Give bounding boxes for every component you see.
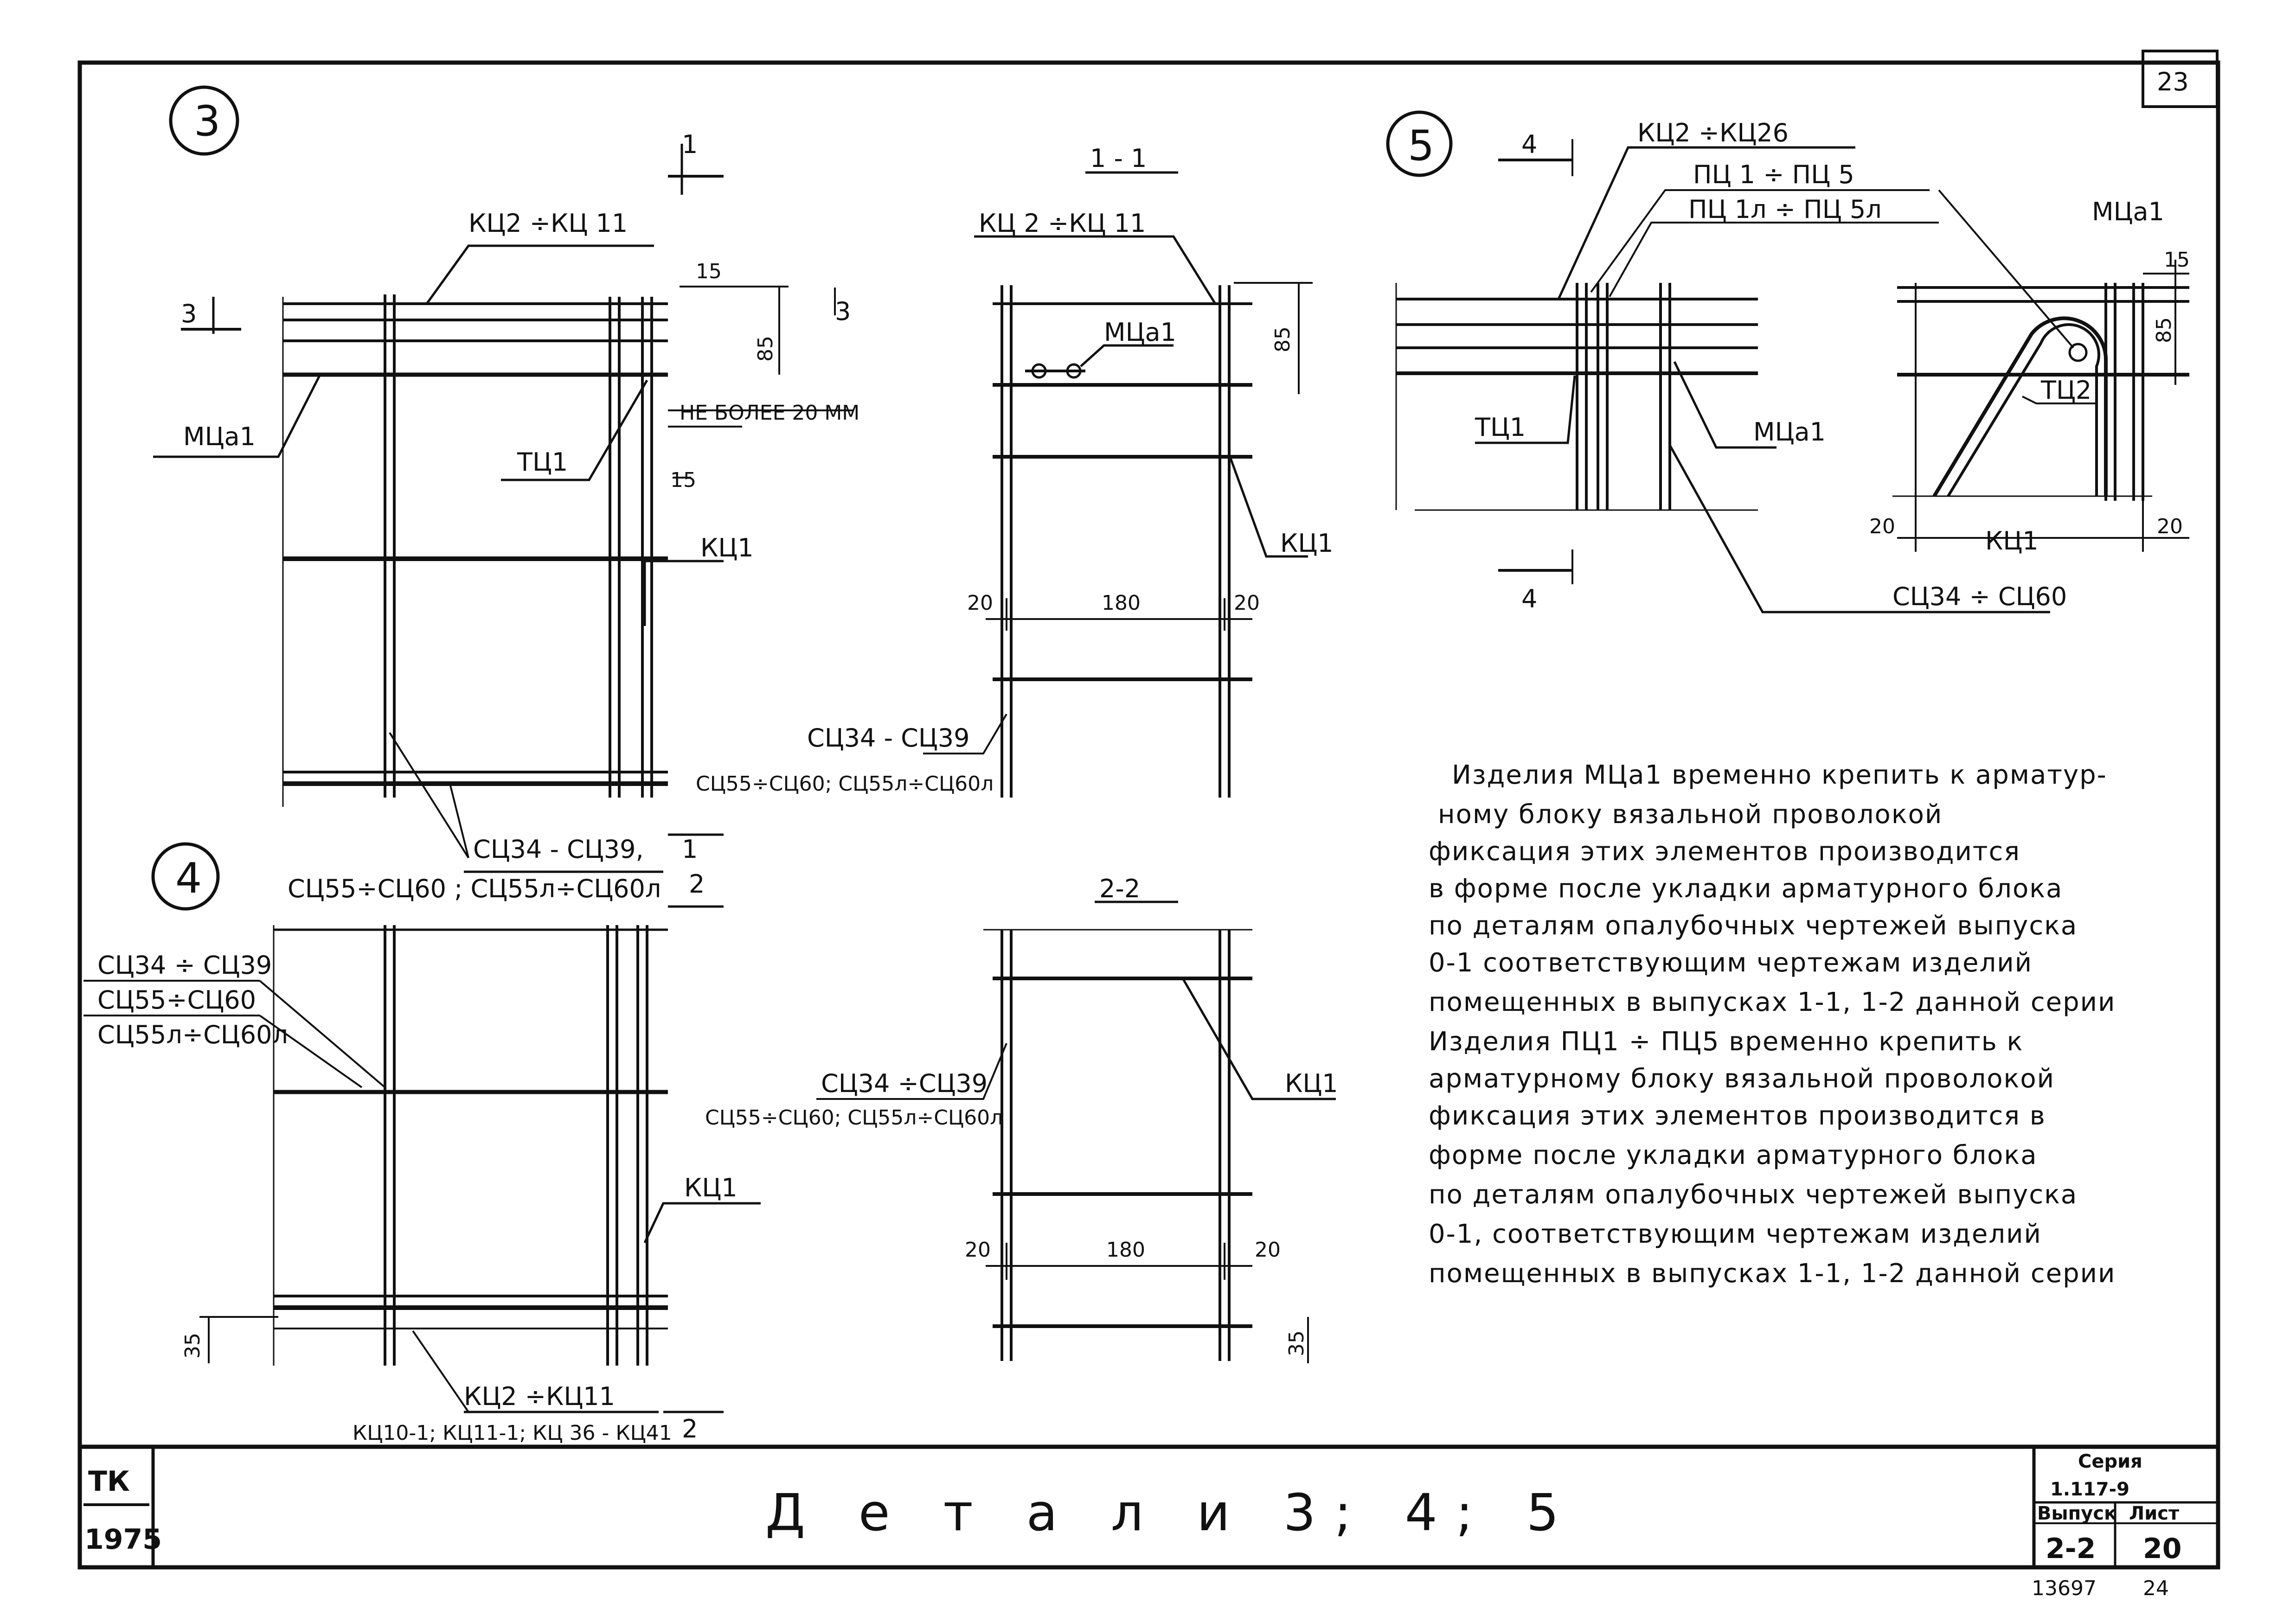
- section-1-1-dim-85: 85: [1271, 326, 1295, 352]
- section-2-2-title: 2-2: [1099, 874, 1140, 903]
- detail-5-pc-line1: ПЦ 1 ÷ ПЦ 5: [1693, 160, 1854, 189]
- section-2-2-sc-line2: СЦ55÷СЦ60; СЦ55л÷СЦ60л: [705, 1106, 1003, 1130]
- note-line: 0-1, соответствующим чертежам изделий: [1429, 1219, 2042, 1249]
- detail-5-dim-85: 85: [2152, 317, 2176, 343]
- detail-4: [83, 842, 761, 1413]
- notes-block: Изделия МЦа1 временно крепить к арматур-…: [1429, 760, 2116, 1289]
- detail-4-bottom-line2: КЦ10-1; КЦ11-1; КЦ 36 - КЦ41: [353, 1421, 672, 1445]
- detail-4-dim-35: 35: [181, 1333, 205, 1359]
- note-line: фиксация этих элементов производится в: [1429, 1101, 2046, 1131]
- note-line: 0-1 соответствующим чертежам изделий: [1429, 948, 2033, 978]
- detail-5-pc-line2: ПЦ 1л ÷ ПЦ 5л: [1688, 195, 1882, 224]
- detail-4-cut2: 2: [682, 1414, 698, 1444]
- detail-4-sc-line1: СЦ34 ÷ СЦ39: [97, 951, 272, 980]
- section-1-1-sc-line1: СЦ34 - СЦ39: [807, 723, 970, 753]
- section-1-1-dim-20a: 20: [967, 591, 993, 615]
- sheet-frame: [77, 60, 2220, 1570]
- note-line: по деталям опалубочных чертежей выпуска: [1429, 911, 2078, 941]
- detail-5-tc2: ТЦ2: [2040, 376, 2091, 405]
- org-top: ТК: [88, 1465, 130, 1498]
- section-1-1-title: 1 - 1: [1090, 144, 1147, 173]
- note-line: арматурному блоку вязальной проволокой: [1429, 1064, 2055, 1094]
- section-1-1-dim-180: 180: [1102, 591, 1141, 615]
- detail-3-cut2: 2: [689, 869, 705, 899]
- detail-3-dim-15a: 15: [696, 260, 722, 283]
- detail-3-kc1: КЦ1: [700, 533, 754, 562]
- detail-4-sc-line3: СЦ55л÷СЦ60л: [97, 1020, 288, 1049]
- stamp-left: 13697: [2032, 1577, 2097, 1600]
- series-value: 1.117-9: [2050, 1479, 2129, 1500]
- detail-5-dim-20b: 20: [2157, 515, 2183, 538]
- series-label: Серия: [2078, 1451, 2142, 1472]
- detail-3-cut1: 1: [682, 130, 698, 159]
- drawing-title: Д е т а л и 3; 4; 5: [765, 1483, 1578, 1542]
- detail-5-mca1-right: МЦа1: [2092, 197, 2164, 226]
- detail-5-kc1: КЦ1: [1985, 526, 2039, 556]
- detail-5-top-label: КЦ2 ÷КЦ26: [1637, 118, 1789, 147]
- section-2-2-kc1: КЦ1: [1285, 1069, 1338, 1098]
- detail-5-sc: СЦ34 ÷ СЦ60: [1892, 582, 2067, 611]
- detail-5-cut4-top: 4: [1521, 130, 1537, 159]
- detail-3-mca1: МЦа1: [183, 422, 256, 451]
- detail-3-cut3-left: 3: [181, 299, 197, 328]
- sheet-label: Лист: [2129, 1503, 2180, 1524]
- issue-label: Выпуск: [2037, 1503, 2116, 1524]
- section-2-2: [816, 901, 1336, 1363]
- section-1-1-sc-line2: СЦ55÷СЦ60; СЦ55л÷СЦ60л: [696, 772, 994, 796]
- section-2-2-dim-20b: 20: [1255, 1238, 1281, 1262]
- note-line: помещенных в выпусках 1-1, 1-2 данной се…: [1429, 1258, 2116, 1289]
- note-line: по деталям опалубочных чертежей выпуска: [1429, 1180, 2078, 1210]
- detail-5: [1386, 110, 2189, 613]
- section-2-2-dim-35: 35: [1285, 1330, 1308, 1356]
- detail-3-dim-15b: 15: [670, 468, 696, 492]
- section-1-1-mca1: МЦа1: [1104, 318, 1176, 347]
- page-number-box: [2142, 50, 2219, 108]
- detail-3-cut1b: 1: [682, 835, 698, 864]
- detail-3-top-label: КЦ2 ÷КЦ 11: [468, 209, 628, 238]
- note-line: ному блоку вязальной проволокой: [1438, 799, 1943, 830]
- detail-3-marker: 3: [194, 97, 220, 146]
- detail-3: [153, 85, 853, 908]
- note-line: помещенных в выпусках 1-1, 1-2 данной се…: [1429, 987, 2116, 1017]
- note-line: фиксация этих элементов производится: [1429, 837, 2020, 867]
- org-bottom: 1975: [84, 1523, 162, 1556]
- detail-5-tc1: ТЦ1: [1475, 413, 1526, 442]
- section-1-1-dim-20b: 20: [1234, 591, 1260, 615]
- detail-5-dim-20a: 20: [1869, 515, 1895, 538]
- detail-4-sc-line2: СЦ55÷СЦ60: [97, 985, 256, 1015]
- detail-5-marker-circle: [1386, 110, 1453, 177]
- issue-value: 2-2: [2046, 1533, 2096, 1565]
- detail-5-marker: 5: [1408, 121, 1434, 170]
- page-number: 23: [2157, 67, 2189, 96]
- section-2-2-sc-line1: СЦ34 ÷СЦ39: [821, 1069, 988, 1098]
- detail-3-tc1: ТЦ1: [517, 447, 568, 477]
- section-2-2-dim-20a: 20: [965, 1238, 991, 1262]
- note-line: форме после укладки арматурного блока: [1429, 1140, 2038, 1170]
- detail-4-bottom-line1: КЦ2 ÷КЦ11: [464, 1382, 615, 1411]
- detail-3-sc-line2: СЦ55÷СЦ60 ; СЦ55л÷СЦ60л: [288, 874, 661, 903]
- detail-3-cut3-right: 3: [835, 297, 851, 326]
- note-line: в форме после укладки арматурного блока: [1429, 874, 2063, 904]
- detail-4-marker: 4: [175, 854, 202, 903]
- section-1-1: [923, 171, 1313, 798]
- section-2-2-dim-180: 180: [1106, 1238, 1145, 1262]
- detail-5-mca1-mid: МЦа1: [1753, 417, 1826, 447]
- section-1-1-top-label: КЦ 2 ÷КЦ 11: [979, 209, 1146, 238]
- detail-3-dim-85: 85: [754, 336, 777, 362]
- detail-4-kc1: КЦ1: [684, 1173, 738, 1202]
- detail-4-marker-circle: [151, 842, 220, 911]
- detail-3-sc-line1: СЦ34 - СЦ39,: [473, 835, 644, 864]
- section-1-1-kc1: КЦ1: [1280, 529, 1334, 558]
- note-line: Изделия ПЦ1 ÷ ПЦ5 временно крепить к: [1429, 1027, 2023, 1057]
- stamp-right: 24: [2143, 1577, 2169, 1600]
- detail-5-dim-15: 15: [2164, 248, 2190, 272]
- note-line: Изделия МЦа1 временно крепить к арматур-: [1452, 760, 2107, 790]
- detail-3-marker-circle: [169, 85, 239, 156]
- sheet-value: 20: [2143, 1533, 2182, 1565]
- detail-3-not-more: НЕ БОЛЕЕ 20 ММ: [680, 401, 859, 425]
- detail-5-cut4-bottom: 4: [1521, 584, 1537, 613]
